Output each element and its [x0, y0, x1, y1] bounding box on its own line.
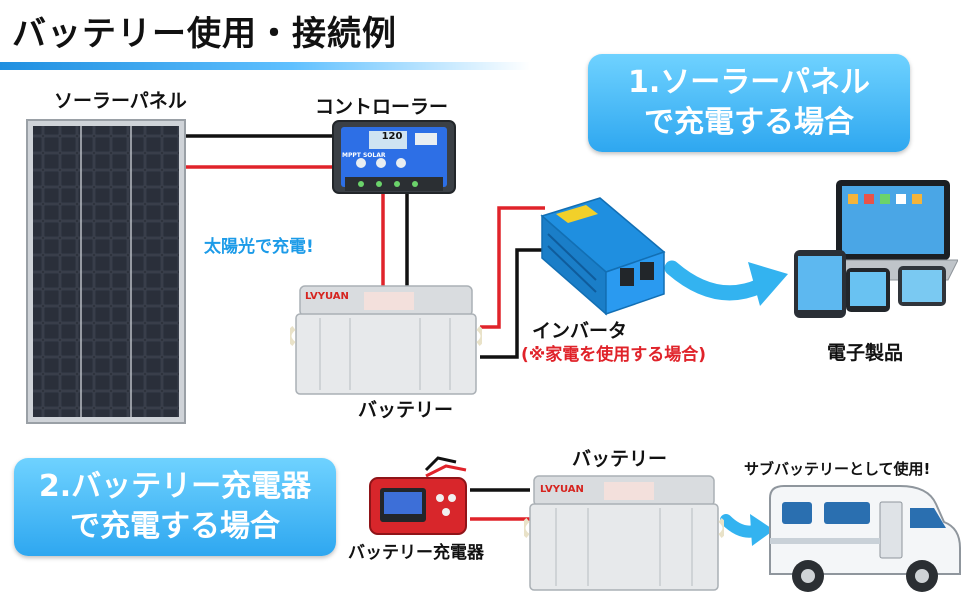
controller-display-value: 120 — [381, 131, 403, 142]
sub-battery-note: サブバッテリーとして使用! — [744, 460, 931, 478]
solar-panel-label: ソーラーパネル — [54, 90, 187, 112]
battery-brand: LVYUAN — [305, 291, 349, 302]
scenario2-line1: 2.バッテリー充電器 — [38, 469, 312, 504]
arrow-to-camper-head — [750, 514, 774, 546]
title-underline — [0, 62, 530, 70]
scenario1-badge: 1.ソーラーパネル で充電する場合 — [588, 54, 910, 152]
scenario1-line2: で充電する場合 — [644, 105, 854, 140]
scenario1-line1: 1.ソーラーパネル — [628, 65, 870, 100]
controller-name: MPPT SOLAR — [342, 152, 386, 159]
scenario2-line2: で充電する場合 — [70, 509, 280, 544]
battery2-label: バッテリー — [572, 448, 668, 470]
wire-inverter-black — [480, 248, 545, 359]
arrow-to-electronics — [664, 260, 768, 301]
battery-label: バッテリー — [358, 399, 454, 421]
scenario2-badge: 2.バッテリー充電器 で充電する場合 — [14, 458, 336, 556]
wire-inverter-red — [480, 206, 545, 329]
battery-image — [290, 285, 482, 395]
controller-image — [332, 120, 456, 194]
battery-charger-image — [369, 456, 467, 535]
solar-charging-note: 太陽光で充電! — [204, 237, 314, 257]
arrow-to-electronics-head — [748, 262, 788, 306]
controller-label: コントローラー — [315, 96, 449, 118]
camper-van-image — [769, 485, 961, 592]
electronics-image — [794, 180, 958, 318]
inverter-label: インバータ — [532, 320, 628, 342]
battery2-brand: LVYUAN — [540, 484, 584, 495]
battery-charger-label: バッテリー充電器 — [348, 543, 484, 563]
electronics-label: 電子製品 — [827, 342, 904, 364]
page-title: バッテリー使用・接続例 — [12, 14, 397, 54]
inverter-image — [540, 197, 666, 316]
battery2-image — [524, 475, 724, 591]
solar-panel-image — [26, 119, 186, 424]
inverter-note: (※家電を使用する場合) — [521, 345, 707, 365]
